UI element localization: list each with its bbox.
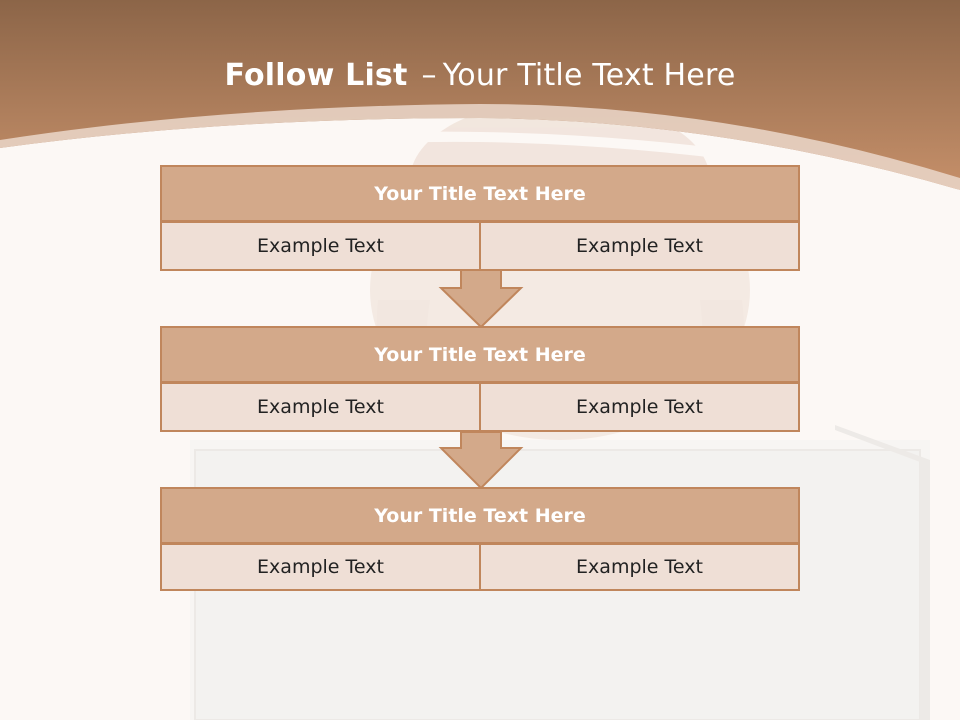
title-rest-text: Your Title Text Here — [442, 58, 736, 93]
step-block-1: Your Title Text Here Example Text Exampl… — [160, 165, 800, 271]
step-left-cell: Example Text — [160, 382, 481, 432]
step-title: Your Title Text Here — [160, 487, 800, 544]
step-right-cell: Example Text — [479, 382, 800, 432]
step-block-3: Your Title Text Here Example Text Exampl… — [160, 487, 800, 591]
step-block-2: Your Title Text Here Example Text Exampl… — [160, 326, 800, 432]
step-right-cell: Example Text — [479, 543, 800, 591]
slide-title: Follow List–Your Title Text Here — [0, 54, 960, 98]
step-left-cell: Example Text — [160, 221, 481, 271]
down-arrow-icon — [438, 269, 524, 329]
step-left-cell: Example Text — [160, 543, 481, 591]
step-right-cell: Example Text — [479, 221, 800, 271]
title-dash: – — [421, 58, 437, 93]
step-title: Your Title Text Here — [160, 326, 800, 383]
title-bold-text: Follow List — [224, 58, 408, 93]
step-title: Your Title Text Here — [160, 165, 800, 222]
down-arrow-icon — [438, 431, 524, 490]
